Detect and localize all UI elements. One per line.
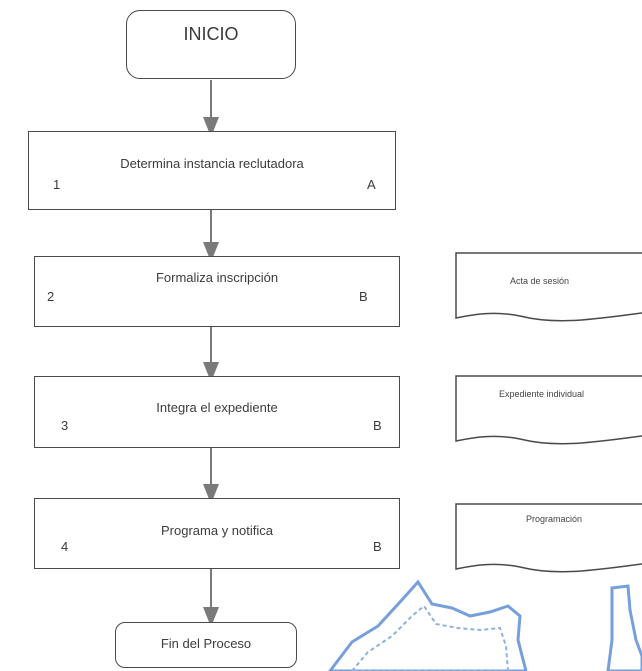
step-1-code: A <box>367 177 376 192</box>
seal-stamp <box>328 579 642 671</box>
step-2-number: 2 <box>47 289 55 304</box>
process-step-2: Formaliza inscripción 2 B <box>34 256 400 327</box>
step-3-number: 3 <box>61 418 69 433</box>
end-label: Fin del Proceso <box>160 636 252 651</box>
process-step-3: Integra el expediente 3 B <box>34 376 400 448</box>
step-4-label: Programa y notifica <box>161 523 273 538</box>
process-step-1: Determina instancia reclutadora 1 A <box>28 131 396 210</box>
document-label-expediente: Expediente individual <box>499 389 585 399</box>
process-step-4: Programa y notifica 4 B <box>34 498 400 569</box>
step-4-number: 4 <box>61 539 69 554</box>
document-shape-expediente <box>455 375 642 445</box>
document-shape-programacion <box>455 503 642 573</box>
end-terminal: Fin del Proceso <box>115 622 297 668</box>
step-1-label: Determina instancia reclutadora <box>120 156 304 171</box>
document-shape-acta <box>455 252 642 322</box>
step-4-code: B <box>373 539 382 554</box>
document-label-acta: Acta de sesión <box>510 276 570 286</box>
step-3-label: Integra el expediente <box>156 400 278 415</box>
step-2-label: Formaliza inscripción <box>155 270 279 285</box>
start-label: INICIO <box>183 24 239 44</box>
step-2-code: B <box>359 289 368 304</box>
step-1-number: 1 <box>53 177 61 192</box>
start-terminal: INICIO <box>126 10 296 79</box>
step-3-code: B <box>373 418 382 433</box>
document-label-programacion: Programación <box>526 514 583 524</box>
